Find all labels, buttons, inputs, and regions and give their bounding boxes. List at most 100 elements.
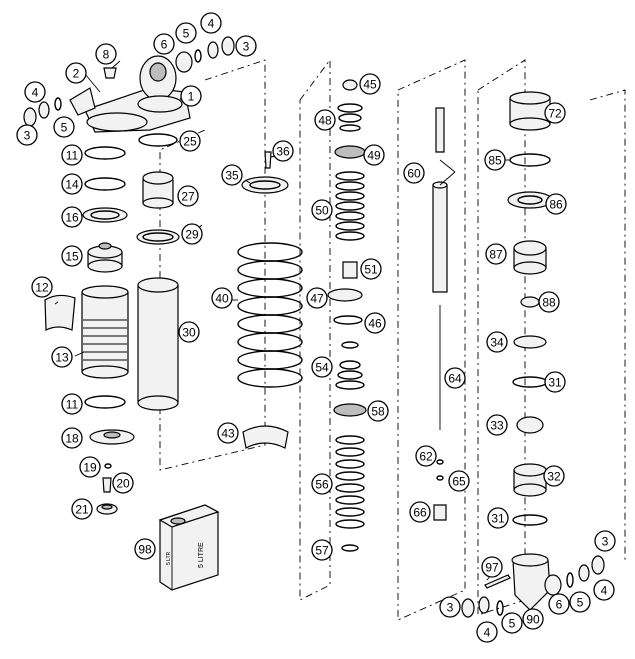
callout-4b: 4 <box>200 12 222 34</box>
callout-number: 85 <box>488 154 502 168</box>
callout-5d: 5 <box>569 591 591 613</box>
callout-88: 88 <box>538 291 560 313</box>
callout-number: 97 <box>485 561 499 575</box>
callout-32: 32 <box>543 465 565 487</box>
callout-number: 3 <box>447 601 454 615</box>
callout-number: 5 <box>61 121 68 135</box>
callout-72: 72 <box>544 102 566 124</box>
callout-27: 27 <box>177 185 199 207</box>
callout-43: 43 <box>217 422 239 444</box>
callout-number: 43 <box>221 427 235 441</box>
callout-31a: 31 <box>544 371 566 393</box>
callout-number: 1 <box>188 90 195 104</box>
callout-90: 90 <box>522 608 544 630</box>
callout-16: 16 <box>61 206 83 228</box>
callout-6a: 6 <box>153 33 175 55</box>
callout-number: 47 <box>310 292 324 306</box>
callout-25: 25 <box>179 130 201 152</box>
callout-40: 40 <box>211 287 233 309</box>
callout-64: 64 <box>444 367 466 389</box>
callout-87: 87 <box>485 243 507 265</box>
callout-number: 98 <box>138 543 152 557</box>
callout-number: 31 <box>491 512 505 526</box>
callout-number: 31 <box>548 376 562 390</box>
callout-number: 12 <box>35 281 49 295</box>
callout-34: 34 <box>486 331 508 353</box>
callout-58: 58 <box>367 400 389 422</box>
callout-number: 87 <box>489 248 503 262</box>
callout-number: 14 <box>65 178 79 192</box>
callout-number: 11 <box>66 398 79 412</box>
callout-number: 15 <box>65 250 79 264</box>
callout-35: 35 <box>221 164 243 186</box>
bottom-clevis <box>461 553 605 618</box>
callout-4c: 4 <box>476 621 498 643</box>
spring-column <box>237 151 303 449</box>
callout-number: 72 <box>548 107 562 121</box>
callout-86: 86 <box>545 193 567 215</box>
callout-11b: 11 <box>61 393 83 415</box>
callout-number: 36 <box>276 145 290 159</box>
callout-5b: 5 <box>175 22 197 44</box>
callout-20: 20 <box>112 472 134 494</box>
left-column-parts <box>44 146 135 515</box>
callout-number: 64 <box>448 372 462 386</box>
callout-number: 49 <box>367 149 381 163</box>
callout-number: 6 <box>161 38 168 52</box>
callout-number: 5 <box>183 27 190 41</box>
callout-number: 11 <box>66 149 79 163</box>
callout-2: 2 <box>65 62 87 84</box>
top-clevis-head <box>69 55 191 133</box>
callout-number: 4 <box>601 584 608 598</box>
callout-number: 46 <box>368 317 382 331</box>
callout-46: 46 <box>364 312 386 334</box>
callout-62: 62 <box>415 445 437 467</box>
callout-number: 65 <box>452 475 466 489</box>
callout-number: 57 <box>315 544 329 558</box>
callout-number: 19 <box>83 461 97 475</box>
callout-12: 12 <box>31 276 53 298</box>
callout-number: 86 <box>549 198 563 212</box>
callout-number: 4 <box>484 626 491 640</box>
callout-number: 3 <box>602 535 609 549</box>
top-left-small-parts <box>23 36 235 127</box>
callout-5a: 5 <box>53 116 75 138</box>
callout-number: 13 <box>55 351 69 365</box>
callout-number: 90 <box>526 613 540 627</box>
callout-number: 60 <box>407 167 421 181</box>
callout-number: 21 <box>75 503 89 517</box>
callout-18: 18 <box>61 427 83 449</box>
callout-number: 29 <box>185 228 199 242</box>
callout-47: 47 <box>306 287 328 309</box>
callout-number: 35 <box>225 169 239 183</box>
callout-48: 48 <box>314 109 336 131</box>
callout-number: 34 <box>490 336 504 350</box>
callout-49: 49 <box>363 144 385 166</box>
oil-can: 5 LITRE 5 LTR <box>158 504 220 591</box>
callout-number: 50 <box>315 204 329 218</box>
callout-4a: 4 <box>24 81 46 103</box>
callout-65: 65 <box>448 470 470 492</box>
callout-14: 14 <box>61 173 83 195</box>
oil-can-label: 5 LITRE <box>198 542 205 568</box>
callout-number: 51 <box>364 263 378 277</box>
callout-98: 98 <box>134 538 156 560</box>
callout-30: 30 <box>178 321 200 343</box>
callout-3c: 3 <box>439 596 461 618</box>
callout-number: 88 <box>542 296 556 310</box>
callout-number: 16 <box>65 211 79 225</box>
callout-5c: 5 <box>501 612 523 634</box>
callout-15: 15 <box>61 245 83 267</box>
callout-3d: 3 <box>594 530 616 552</box>
oil-can-small-label: 5 LTR <box>166 551 172 565</box>
callout-number: 3 <box>243 40 250 54</box>
callout-45: 45 <box>359 73 381 95</box>
callout-3b: 3 <box>235 35 257 57</box>
callout-1: 1 <box>180 85 202 107</box>
callout-number: 27 <box>181 190 195 204</box>
callout-57: 57 <box>311 539 333 561</box>
callout-number: 45 <box>363 78 377 92</box>
callout-97: 97 <box>481 556 503 578</box>
callouts: 1233334444555566811111213141516181920212… <box>16 12 616 643</box>
